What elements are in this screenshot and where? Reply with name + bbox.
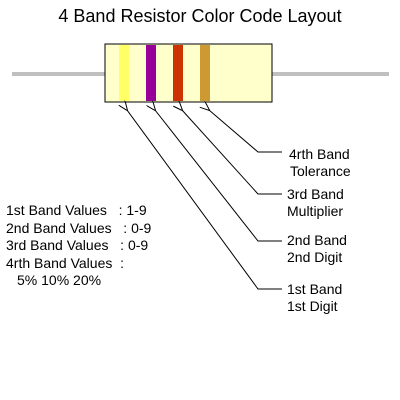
band-2-label: 2nd Band 2nd Digit (287, 232, 347, 266)
band-values-value: 1-9 (126, 202, 147, 218)
band-values-list: 1st Band Values : 1-9 2nd Band Values : … (6, 202, 151, 290)
resistor-body (104, 43, 273, 103)
arrow-band-2 (155, 110, 282, 242)
arrow-band-3 (182, 110, 282, 195)
band-3-label-line2: Multiplier (287, 203, 344, 219)
band-3 (173, 45, 183, 101)
band-3-label-line1: 3rd Band (287, 186, 344, 202)
band-values-value: 0-9 (127, 237, 149, 253)
band-values-sep: : (112, 254, 125, 271)
tolerance-values: 5% 10% 20% (17, 272, 102, 288)
band-2-label-line2: 2nd Digit (287, 249, 343, 265)
band-values-sep: : (111, 219, 132, 236)
band-3-label: 3rd Band Multiplier (287, 186, 344, 220)
band-values-sep: : (106, 202, 127, 218)
band-values-label: 1st Band Values (6, 202, 107, 218)
band-2-label-line1: 2nd Band (287, 232, 347, 248)
band-4-label: 4rth Band Tolerance (289, 146, 351, 180)
band-values-row-3: 3rd Band Values : 0-9 (6, 237, 151, 255)
band-values-sep: : (108, 237, 128, 253)
band-4-label-line2: Tolerance (290, 163, 351, 179)
band-1 (119, 45, 129, 101)
band-values-label: 3rd Band Values (6, 237, 109, 253)
arrow-band-4 (209, 110, 282, 153)
diagram-title: 4 Band Resistor Color Code Layout (58, 6, 342, 26)
band-1-label-line2: 1st Digit (287, 298, 338, 314)
band-1-label: 1st Band 1st Digit (287, 281, 342, 315)
band-2 (146, 45, 156, 101)
band-values-label: 2nd Band Values (6, 219, 112, 236)
band-values-row-4: 4rth Band Values : (6, 255, 151, 273)
band-values-label: 4rth Band Values (6, 254, 113, 271)
band-4-label-line1: 4rth Band (289, 146, 350, 162)
band-values-row-2: 2nd Band Values : 0-9 (6, 220, 151, 238)
band-values-value: 0-9 (131, 219, 152, 236)
band-4 (200, 45, 210, 101)
band-values-row-1: 1st Band Values : 1-9 (6, 202, 151, 220)
band-1-label-line1: 1st Band (287, 281, 343, 297)
arrow-band-1 (127, 110, 282, 290)
